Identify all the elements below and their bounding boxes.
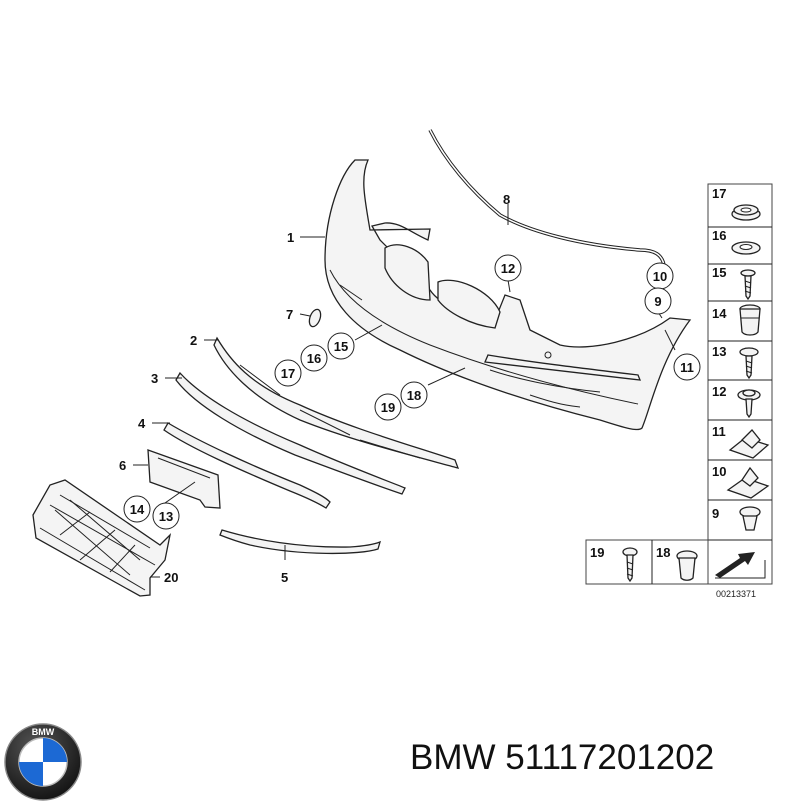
bmw-logo: BMW (4, 723, 82, 801)
callout-11: 11 (673, 353, 701, 381)
part-caption: BMW 51117201202 (410, 738, 715, 777)
table-label-17: 17 (712, 186, 726, 201)
label-5: 5 (281, 570, 288, 585)
nut-clip-11-icon (728, 429, 770, 459)
spring-nut-10-icon (726, 466, 770, 499)
label-6: 6 (119, 458, 126, 473)
svg-text:18: 18 (407, 388, 421, 403)
svg-text:12: 12 (501, 261, 515, 276)
part-7-clip (308, 308, 322, 328)
table-label-13: 13 (712, 344, 726, 359)
table-label-15: 15 (712, 265, 726, 280)
part-5-lower-lip (219, 529, 381, 555)
svg-text:14: 14 (130, 502, 145, 517)
callout-9: 9 (644, 287, 672, 315)
part-8-seal-strip (428, 129, 666, 266)
circled-labels: 12 10 9 15 16 17 11 18 19 14 13 (123, 254, 701, 530)
logo-text: BMW (32, 727, 55, 737)
part-3-lower-trim (175, 371, 406, 495)
screw-13-icon (739, 347, 759, 380)
part-4-strip (163, 422, 331, 509)
svg-text:11: 11 (680, 360, 694, 375)
part-1-bumper-shell (324, 159, 692, 431)
callout-14: 14 (123, 495, 151, 523)
label-7: 7 (286, 307, 293, 322)
callout-15: 15 (327, 332, 355, 360)
svg-text:15: 15 (334, 339, 348, 354)
table-label-19: 19 (590, 545, 604, 560)
table-label-12: 12 (712, 384, 726, 399)
callout-17: 17 (274, 359, 302, 387)
svg-text:17: 17 (281, 366, 295, 381)
screw-12-icon (737, 389, 761, 419)
callout-19: 19 (374, 393, 402, 421)
callout-12: 12 (494, 254, 522, 282)
part-labels: 1 2 3 4 5 6 7 8 20 (119, 192, 510, 585)
table-label-11: 11 (712, 424, 726, 439)
sleeve-18-icon (676, 550, 698, 581)
callout-16: 16 (300, 344, 328, 372)
part-2-upper-trim (213, 336, 460, 469)
front-arrow-icon (715, 552, 766, 579)
part-6-plate-holder (147, 449, 221, 509)
bolt-19-icon (622, 547, 638, 583)
callout-13: 13 (152, 502, 180, 530)
washer-16-icon (731, 241, 761, 255)
label-1: 1 (287, 230, 294, 245)
svg-text:9: 9 (654, 294, 661, 309)
label-3: 3 (151, 371, 158, 386)
table-label-16: 16 (712, 228, 726, 243)
table-label-9: 9 (712, 506, 719, 521)
label-4: 4 (138, 416, 146, 431)
label-2: 2 (190, 333, 197, 348)
callout-18: 18 (400, 381, 428, 409)
lower-parts-box: 19 18 (585, 539, 709, 585)
label-8: 8 (503, 192, 510, 207)
label-20: 20 (164, 570, 178, 585)
callout-10: 10 (646, 262, 674, 290)
part-20-carrier (32, 479, 172, 597)
svg-text:16: 16 (307, 351, 321, 366)
grommet-17-icon (731, 204, 761, 221)
svg-text:10: 10 (653, 269, 667, 284)
svg-text:19: 19 (381, 400, 395, 415)
reference-code: 00213371 (716, 589, 756, 599)
buffer-14-icon (739, 304, 761, 336)
fastener-table: 17 16 15 14 13 12 11 10 9 (707, 183, 773, 599)
leader-lines (133, 204, 676, 578)
table-label-14: 14 (712, 306, 727, 321)
screw-15-icon (740, 269, 756, 301)
table-label-10: 10 (712, 464, 726, 479)
table-label-18: 18 (656, 545, 670, 560)
rivet-9-icon (739, 506, 761, 531)
svg-text:13: 13 (159, 509, 173, 524)
